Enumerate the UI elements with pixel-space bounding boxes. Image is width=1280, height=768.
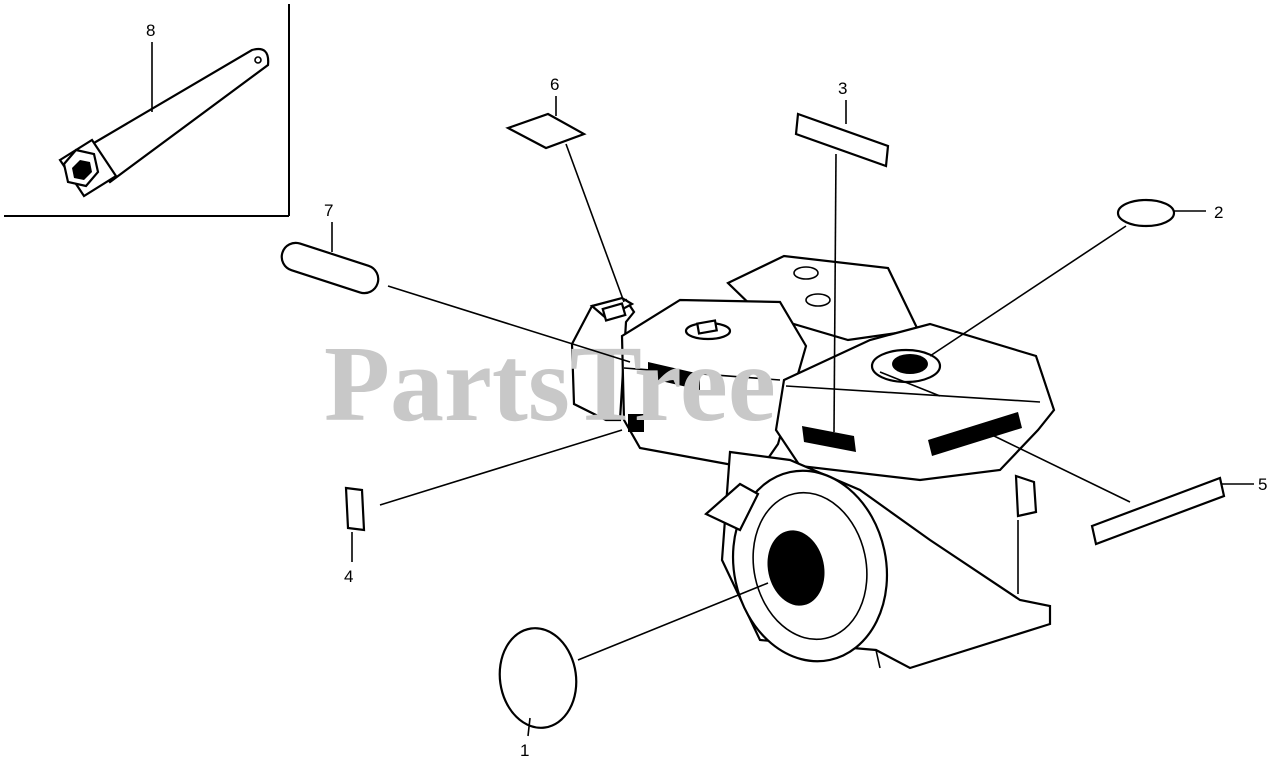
callout-1: 1 [520,741,529,760]
callout-3: 3 [838,79,847,98]
engine-assembly [570,254,1056,670]
part-6-parallelogram-label[interactable] [505,96,625,303]
part-1-round-label[interactable] [493,582,769,737]
part-7-rounded-label[interactable] [278,222,631,363]
callout-5: 5 [1258,475,1267,494]
watermark: PartsTree [324,325,776,444]
callout-2: 2 [1214,203,1223,222]
callout-8: 8 [146,21,155,40]
callout-6: 6 [550,75,559,94]
part-2-oval-label[interactable] [929,198,1206,357]
part-5-long-strip-label[interactable] [989,433,1254,546]
tube-wrench-part[interactable] [58,47,270,198]
callout-7: 7 [324,201,333,220]
callout-4: 4 [344,567,353,586]
part-4-small-label[interactable] [344,429,623,562]
tool-inset [4,4,290,217]
part-3-strip-label[interactable] [794,100,890,433]
